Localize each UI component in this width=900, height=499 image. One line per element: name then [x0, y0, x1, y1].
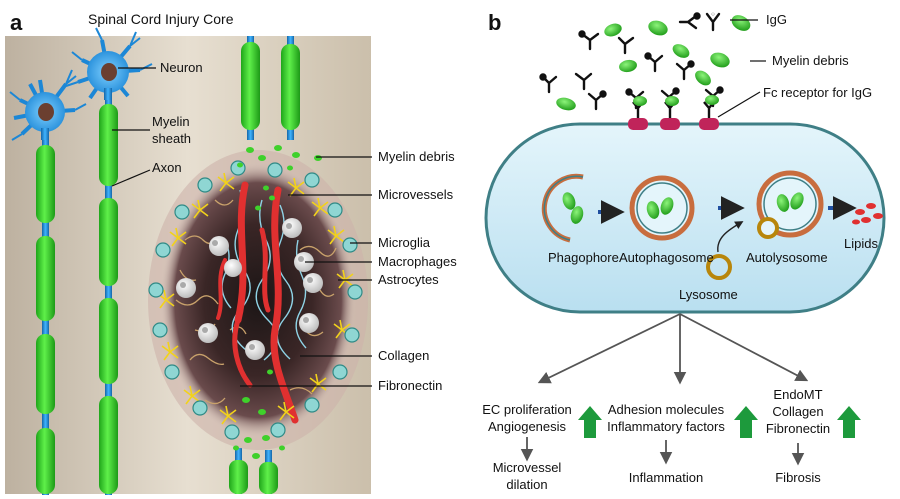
callouts-a	[111, 67, 372, 387]
label-microglia: Microglia	[378, 235, 431, 250]
outcome-inflammatory-factors: Inflammatory factors	[607, 419, 725, 434]
label-lysosome: Lysosome	[679, 287, 738, 302]
astrocytes	[157, 172, 354, 425]
label-microvessels: Microvessels	[378, 187, 454, 202]
label-lipids: Lipids	[844, 236, 878, 251]
outcome-collagen: Collagen	[772, 404, 823, 419]
axon-1	[36, 140, 55, 495]
label-myelin-sheath-line2: sheath	[152, 131, 191, 146]
igg-antibodies	[539, 12, 724, 111]
label-fibronectin: Fibronectin	[378, 378, 442, 393]
fc-receptors	[628, 95, 719, 130]
myelin-debris-a	[233, 145, 322, 459]
lysosome	[706, 221, 744, 280]
result-inflammation: Inflammation	[629, 470, 703, 485]
outcome-endomt: EndoMT	[773, 387, 822, 402]
microglia	[148, 160, 363, 440]
panel-b-letter: b	[488, 10, 501, 35]
legend-fc-receptor: Fc receptor for IgG	[763, 85, 872, 100]
panel-b: b	[482, 10, 886, 492]
severed-axons-bottom	[229, 448, 278, 494]
result-fibrosis: Fibrosis	[775, 470, 821, 485]
legend-myelin-debris: Myelin debris	[772, 53, 849, 68]
macrophages	[176, 218, 323, 360]
increase-arrows	[578, 406, 861, 438]
label-myelin-debris-a: Myelin debris	[378, 149, 455, 164]
axon-2	[99, 100, 118, 495]
panel-a-letter: a	[10, 10, 23, 35]
label-phagophore: Phagophore	[548, 250, 619, 265]
up-arrow-left	[578, 406, 602, 438]
lesion-core	[148, 150, 368, 450]
microvessels	[216, 181, 299, 424]
severed-axons-top	[241, 36, 300, 140]
outcome-angiogenesis: Angiogenesis	[488, 419, 567, 434]
label-collagen: Collagen	[378, 348, 429, 363]
neuron-cell-2	[65, 27, 153, 100]
callouts-b	[717, 19, 766, 118]
lipids	[852, 203, 883, 225]
label-myelin-sheath-line1: Myelin	[152, 114, 190, 129]
label-astrocytes: Astrocytes	[378, 272, 439, 287]
downstream-arrows	[520, 313, 809, 466]
autolysosome	[756, 170, 824, 239]
autophagosome	[629, 175, 695, 241]
panel-a: a Spinal Cord Injury Core	[5, 10, 457, 495]
outcome-fibronectin: Fibronectin	[766, 421, 830, 436]
neuron-cell-1	[9, 69, 87, 141]
result-microvessel: Microvessel	[493, 460, 562, 475]
label-macrophages: Macrophages	[378, 254, 457, 269]
up-arrow-mid	[734, 406, 758, 438]
label-axon: Axon	[152, 160, 182, 175]
up-arrow-right	[837, 406, 861, 438]
legend-igg: IgG	[766, 12, 787, 27]
outcome-ec-proliferation: EC proliferation	[482, 402, 572, 417]
result-dilation: dilation	[506, 477, 547, 492]
phagophore	[541, 173, 584, 243]
label-autophagosome: Autophagosome	[619, 250, 714, 265]
label-neuron: Neuron	[160, 60, 203, 75]
label-autolysosome: Autolysosome	[746, 250, 828, 265]
outcome-adhesion-molecules: Adhesion molecules	[608, 402, 725, 417]
panel-a-title: Spinal Cord Injury Core	[88, 11, 234, 27]
